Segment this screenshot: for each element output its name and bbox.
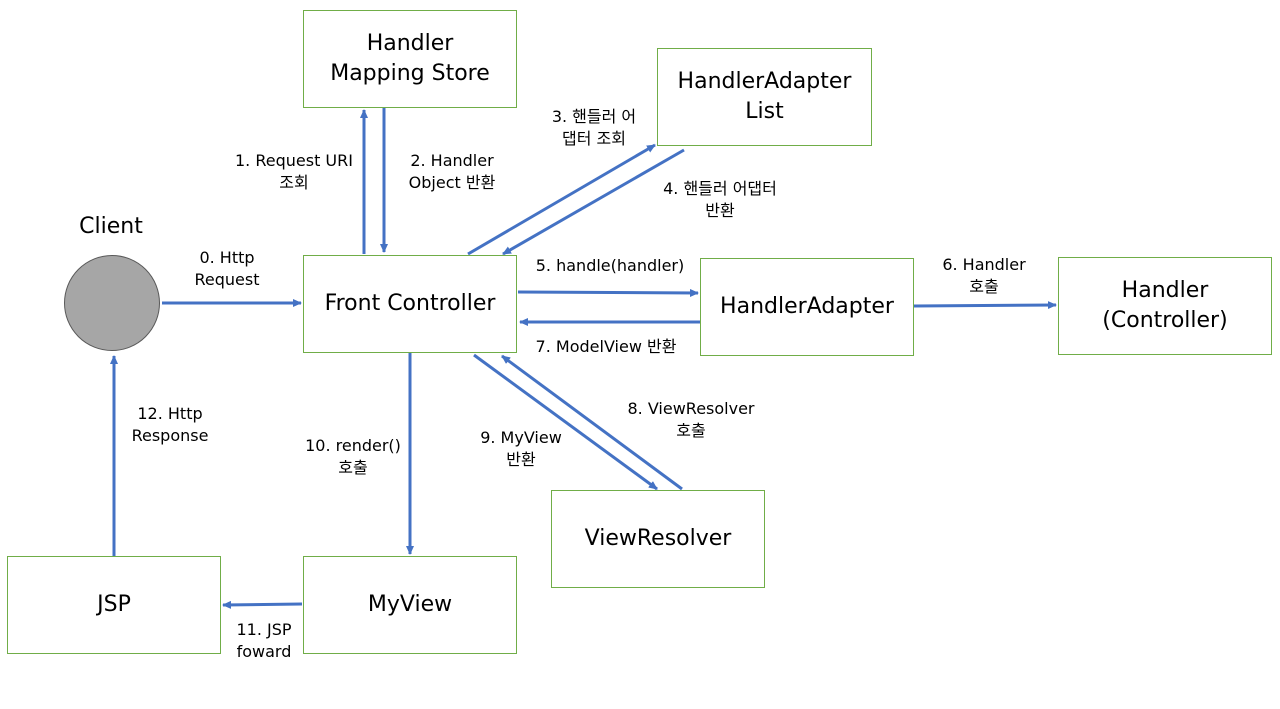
client-node <box>64 255 160 351</box>
view-resolver-box: ViewResolver <box>551 490 765 588</box>
edge-label-3: 3. 핸들러 어 댑터 조회 <box>551 107 637 148</box>
edge-label-4: 4. 핸들러 어댑터 반환 <box>663 179 777 220</box>
edge-label-7: 7. ModelView 반환 <box>535 337 677 356</box>
edge-label-11: 11. JSP foward <box>236 620 292 661</box>
edge-label-8: 8. ViewResolver 호출 <box>627 399 755 440</box>
my-view-box: MyView <box>303 556 517 654</box>
edge-label-5: 5. handle(handler) <box>535 256 685 275</box>
handler-adapter-list-box: HandlerAdapter List <box>657 48 872 146</box>
edge-label-10: 10. render() 호출 <box>305 436 401 477</box>
handler-controller-box: Handler (Controller) <box>1058 257 1272 355</box>
arrow-5-handle <box>517 288 699 297</box>
arrow-3-adapter-lookup <box>467 143 656 256</box>
arrow-6-handler-call <box>913 301 1057 310</box>
handler-mapping-store-box: Handler Mapping Store <box>303 10 517 108</box>
client-label: Client <box>79 214 143 239</box>
edge-label-12: 12. Http Response <box>131 404 209 445</box>
arrow-4-adapter-return <box>502 148 685 256</box>
front-controller-box: Front Controller <box>303 255 517 353</box>
handler-adapter-box: HandlerAdapter <box>700 258 914 356</box>
arrow-8-viewresolver-call <box>473 353 658 491</box>
edge-label-1: 1. Request URI 조회 <box>235 151 353 192</box>
jsp-box: JSP <box>7 556 221 654</box>
edge-label-6: 6. Handler 호출 <box>942 255 1026 296</box>
edge-label-0: 0. Http Request <box>194 248 260 289</box>
arrow-9-myview-return <box>501 354 683 491</box>
arrow-11-jsp-forward <box>222 600 303 609</box>
edge-label-2: 2. Handler Object 반환 <box>408 151 496 192</box>
edge-label-9: 9. MyView 반환 <box>480 428 562 469</box>
